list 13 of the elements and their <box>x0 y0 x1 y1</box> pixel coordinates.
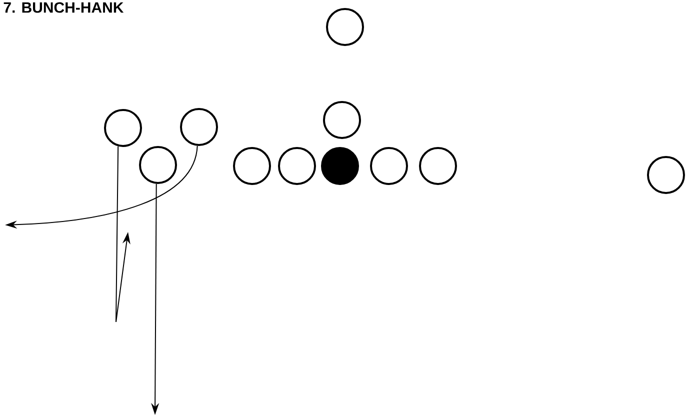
player-circle <box>180 108 218 146</box>
player-circle <box>419 147 457 185</box>
route-arrow <box>116 146 130 322</box>
player-circle <box>323 101 361 139</box>
title: 7. BUNCH-HANK <box>4 2 124 13</box>
player-circle <box>233 147 271 185</box>
player-circle <box>647 156 685 194</box>
player-circle <box>139 146 177 184</box>
player-circle <box>326 8 364 46</box>
center-dot <box>321 147 359 185</box>
player-circle <box>370 147 408 185</box>
player-circle <box>104 109 142 147</box>
player-circle <box>278 147 316 185</box>
